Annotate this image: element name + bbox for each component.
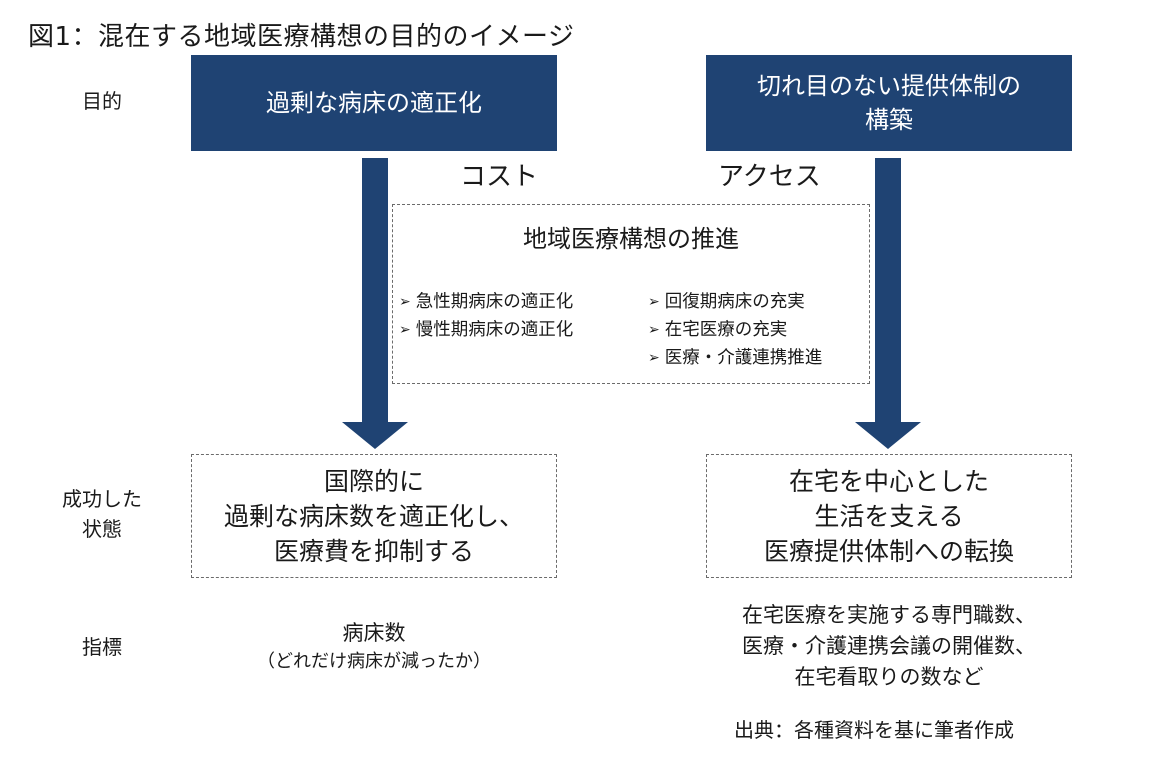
arrow-down-left-icon (342, 158, 408, 449)
success-left-line1: 国際的に (323, 466, 424, 496)
bullet-arrow-icon: ➢ (399, 294, 411, 310)
success-left-line2: 過剰な病床数を適正化し、 (223, 501, 524, 531)
list-item-text: 回復期病床の充実 (664, 292, 805, 312)
row-label-success-line2: 状態 (82, 517, 122, 541)
success-left-line3: 医療費を抑制する (273, 536, 474, 566)
list-item-text: 急性期病床の適正化 (415, 292, 574, 312)
indicator-right-line1: 在宅医療を実施する専門職数、 (742, 603, 1036, 627)
goal-box-right: 切れ目のない提供体制の 構築 (706, 55, 1072, 151)
goal-left-line1: 過剰な病床の適正化 (266, 89, 482, 117)
list-item: ➢回復期病床の充実 (648, 289, 822, 317)
indicator-right-line3: 在宅看取りの数など (794, 665, 984, 689)
indicator-left-main: 病床数 (342, 621, 406, 645)
source-note: 出典：各種資料を基に筆者作成 (734, 718, 1014, 742)
row-label-purpose: 目的 (82, 89, 122, 113)
list-item: ➢急性期病床の適正化 (399, 289, 573, 317)
arrow-down-right-icon (855, 158, 921, 449)
promotion-right-list: ➢回復期病床の充実 ➢在宅医療の充実 ➢医療・介護連携推進 (648, 289, 822, 373)
goal-right-line1: 切れ目のない提供体制の (757, 72, 1021, 100)
success-right-line1: 在宅を中心とした (788, 466, 989, 496)
list-item-text: 在宅医療の充実 (664, 320, 788, 340)
list-item-text: 医療・介護連携推進 (664, 348, 823, 368)
promotion-title: 地域医療構想の推進 (523, 225, 739, 253)
bullet-arrow-icon: ➢ (648, 322, 660, 338)
success-state-box-left: 国際的に 過剰な病床数を適正化し、 医療費を抑制する (191, 454, 557, 578)
list-item: ➢在宅医療の充実 (648, 317, 822, 345)
dimension-label-access: アクセス (718, 162, 821, 192)
row-label-indicator: 指標 (82, 635, 122, 659)
indicator-right: 在宅医療を実施する専門職数、 医療・介護連携会議の開催数、 在宅看取りの数など (700, 600, 1078, 693)
list-item: ➢慢性期病床の適正化 (399, 317, 573, 345)
bullet-arrow-icon: ➢ (648, 350, 660, 366)
figure-title: 図1：混在する地域医療構想の目的のイメージ (28, 22, 575, 52)
success-state-box-right: 在宅を中心とした 生活を支える 医療提供体制への転換 (706, 454, 1072, 578)
list-item: ➢医療・介護連携推進 (648, 345, 822, 373)
goal-box-left: 過剰な病床の適正化 (191, 55, 557, 151)
indicator-right-line2: 医療・介護連携会議の開催数、 (742, 634, 1036, 658)
goal-right-line2: 構築 (865, 106, 913, 134)
row-label-success-line1: 成功した (62, 487, 142, 511)
bullet-arrow-icon: ➢ (399, 322, 411, 338)
success-right-line3: 医療提供体制への転換 (763, 536, 1014, 566)
list-item-text: 慢性期病床の適正化 (415, 320, 574, 340)
indicator-left: 病床数 （どれだけ病床が減ったか） (191, 618, 557, 676)
promotion-left-list: ➢急性期病床の適正化 ➢慢性期病床の適正化 (399, 289, 573, 345)
dimension-label-cost: コスト (460, 162, 539, 192)
row-label-success: 成功した 状態 (52, 484, 152, 544)
success-right-line2: 生活を支える (814, 501, 964, 531)
promotion-box: 地域医療構想の推進 ➢急性期病床の適正化 ➢慢性期病床の適正化 ➢回復期病床の充… (392, 204, 870, 384)
bullet-arrow-icon: ➢ (648, 294, 660, 310)
indicator-left-sub: （どれだけ病床が減ったか） (257, 651, 491, 672)
